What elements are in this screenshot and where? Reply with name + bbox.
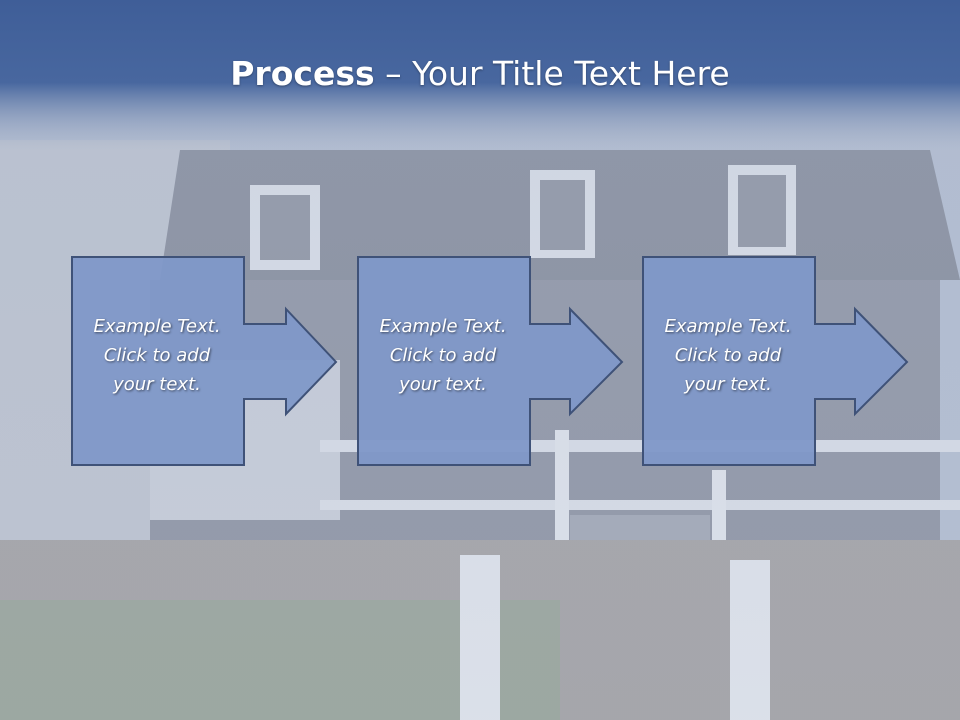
step-1-arrow-shape: [71, 256, 338, 466]
step-3-arrow-shape: [642, 256, 909, 466]
step-1-line-3: your text.: [113, 374, 201, 395]
step-3-text: Example Text. Click to add your text.: [642, 312, 814, 399]
step-1-line-1: Example Text.: [93, 316, 221, 337]
step-2-text: Example Text. Click to add your text.: [357, 312, 529, 399]
step-2-line-3: your text.: [399, 374, 487, 395]
step-2-line-1: Example Text.: [379, 316, 507, 337]
step-3-line-2: Click to add: [674, 345, 782, 366]
process-step-1[interactable]: Example Text. Click to add your text.: [71, 256, 338, 466]
process-step-2[interactable]: Example Text. Click to add your text.: [357, 256, 624, 466]
step-2-arrow-shape: [357, 256, 624, 466]
step-1-line-2: Click to add: [103, 345, 211, 366]
process-step-3[interactable]: Example Text. Click to add your text.: [642, 256, 909, 466]
step-3-line-1: Example Text.: [664, 316, 792, 337]
slide-title: Process – Your Title Text Here: [0, 54, 960, 93]
step-1-text: Example Text. Click to add your text.: [71, 312, 243, 399]
step-2-line-2: Click to add: [389, 345, 497, 366]
title-rest-text: – Your Title Text Here: [374, 54, 730, 93]
step-3-line-3: your text.: [684, 374, 772, 395]
title-bold-text: Process: [230, 54, 375, 93]
